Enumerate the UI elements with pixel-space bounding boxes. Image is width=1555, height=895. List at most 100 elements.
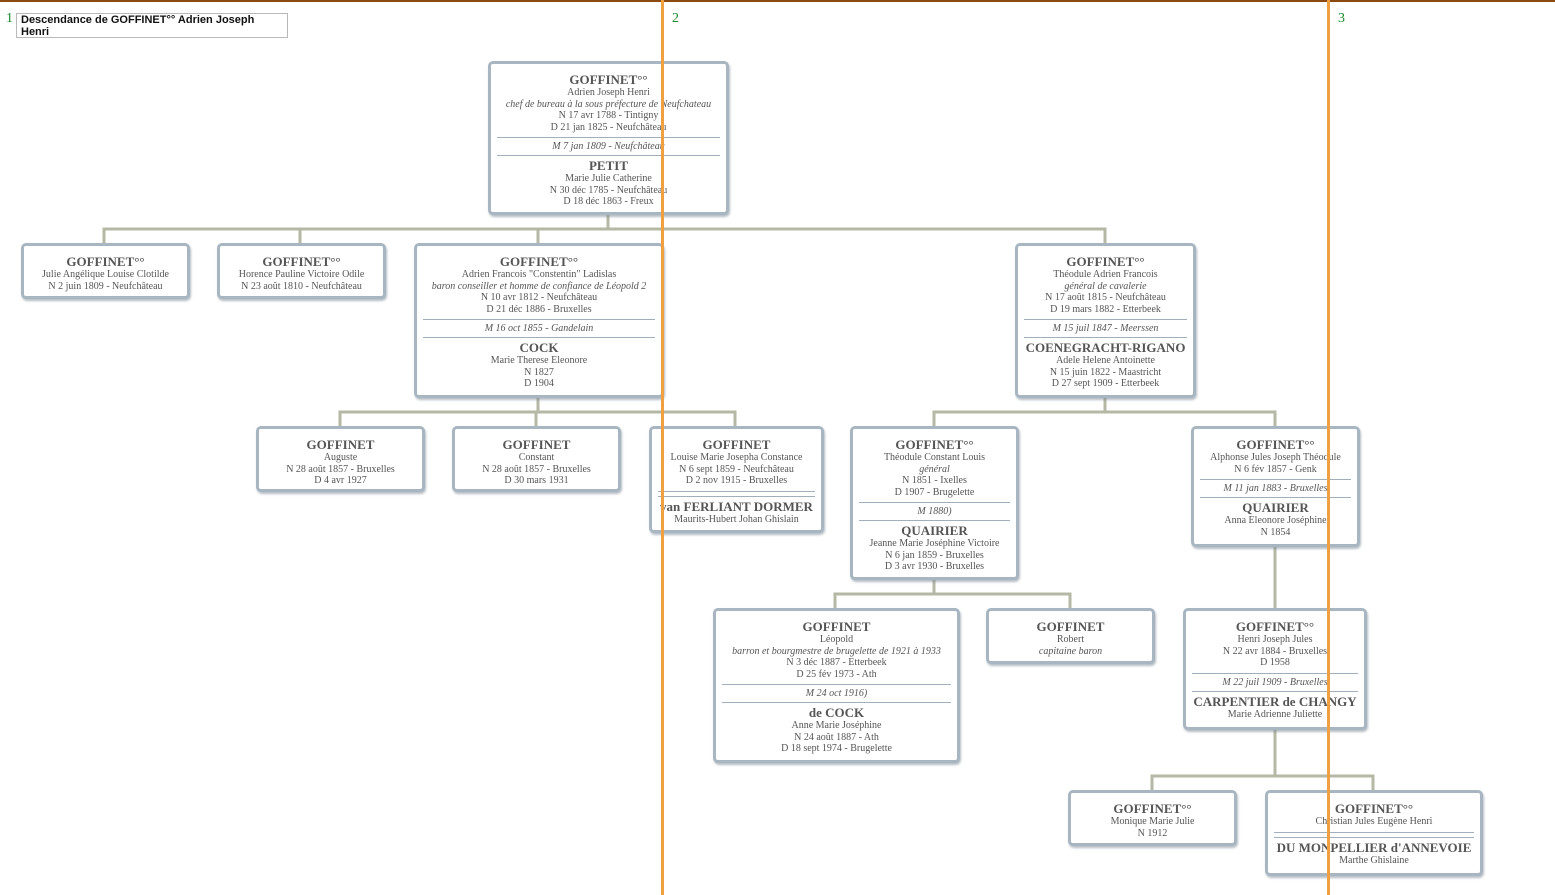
person-death: D 19 mars 1882 - Etterbeek (1050, 303, 1161, 315)
person-birth: N 3 déc 1887 - Etterbeek (786, 657, 887, 668)
person-box-louise[interactable]: GOFFINET Louise Marie Josepha Constance … (649, 426, 824, 533)
spouse-given-names: Marie Julie Catherine (565, 173, 652, 184)
separator (423, 337, 655, 338)
connector-theodule-constant-children (833, 578, 1072, 608)
person-death: D 1958 (1260, 657, 1290, 668)
separator (1274, 831, 1474, 833)
marriage-info: M 11 jan 1883 - Bruxelles (1223, 483, 1328, 494)
separator (722, 702, 951, 703)
spouse-surname: QUAIRIER (1242, 500, 1309, 515)
spouse-surname: PETIT (588, 158, 628, 173)
connector-root-children (102, 213, 1107, 243)
person-box-theodule-constant[interactable]: GOFFINET°° Théodule Constant Louis génér… (850, 426, 1019, 580)
page-number-3: 3 (1338, 11, 1345, 26)
person-death: D 30 mars 1931 (504, 475, 569, 486)
person-surname: GOFFINET°° (1235, 619, 1315, 634)
person-box-robert[interactable]: GOFFINET Robert capitaine baron (986, 608, 1155, 664)
person-surname: GOFFINET°° (66, 254, 145, 269)
person-surname: GOFFINET°° (569, 72, 648, 87)
person-surname: GOFFINET (502, 437, 571, 452)
connector-theodule-children (932, 396, 1277, 426)
spouse-death: D 1904 (524, 378, 554, 389)
spouse-given-names: Marie Adrienne Juliette (1227, 708, 1323, 720)
spouse-surname: COENEGRACHT-RIGANO (1025, 340, 1186, 355)
spouse-birth: N 1854 (1260, 526, 1291, 538)
separator (497, 155, 720, 156)
person-box-henri[interactable]: GOFFINET°° Henri Joseph Jules N 22 avr 1… (1183, 608, 1367, 730)
separator (1192, 690, 1358, 692)
person-surname: GOFFINET (802, 619, 871, 634)
person-given-names: Alphonse Jules Joseph Théodule (1210, 452, 1341, 463)
spouse-birth: N 24 août 1887 - Ath (794, 731, 879, 743)
spouse-given-names: Jeanne Marie Joséphine Victoire (869, 538, 1000, 549)
person-given-names: Théodule Adrien Francois (1053, 269, 1158, 280)
marriage-info: M 16 oct 1855 - Gandelain (484, 323, 594, 334)
person-box-horence[interactable]: GOFFINET°° Horence Pauline Victoire Odil… (217, 243, 386, 299)
separator (1200, 497, 1351, 498)
separator (1192, 672, 1358, 674)
person-box-constant[interactable]: GOFFINET Constant N 28 août 1857 - Bruxe… (452, 426, 621, 492)
page-break-line-2 (661, 0, 664, 895)
person-death: D 21 jan 1825 - Neufchâteau (550, 121, 667, 133)
person-given-names: Henri Joseph Jules (1237, 634, 1313, 645)
spouse-surname: CARPENTIER de CHANGY (1193, 693, 1357, 709)
person-surname: GOFFINET°° (895, 437, 974, 452)
spouse-surname: de COCK (808, 705, 865, 720)
person-surname: GOFFINET (702, 437, 771, 452)
person-occupation: barron et bourgmestre de brugelette de 1… (732, 645, 941, 657)
person-death: D 2 nov 1915 - Bruxelles (685, 475, 788, 486)
separator (1024, 337, 1187, 338)
person-birth: N 2 juin 1809 - Neufchâteau (48, 280, 163, 292)
connector-henri-children (1150, 728, 1375, 790)
person-occupation: chef de bureau à la sous préfecture de N… (505, 98, 712, 110)
person-given-names: Adrien Francois "Constentin" Ladislas (461, 269, 617, 280)
person-surname: GOFFINET°° (1066, 254, 1145, 269)
person-box-theodule-adrien[interactable]: GOFFINET°° Théodule Adrien Francois géné… (1015, 243, 1196, 398)
person-occupation: général de cavalerie (1064, 280, 1147, 292)
spouse-given-names: Marie Therese Eleonore (490, 355, 588, 366)
person-box-monique[interactable]: GOFFINET°° Monique Marie Julie N 1912 (1068, 790, 1237, 846)
spouse-surname: van FERLIANT DORMER (660, 498, 813, 514)
connector-adrien-children (338, 396, 737, 426)
person-box-christian[interactable]: GOFFINET°° Christian Jules Eugène Henri … (1265, 790, 1483, 876)
person-given-names: Robert (1056, 634, 1085, 645)
spouse-given-names: Anna Eleonore Joséphine (1224, 515, 1327, 526)
spouse-death: D 18 déc 1863 - Freux (563, 196, 654, 207)
marriage-info: M 7 jan 1809 - Neufchâteau (552, 141, 665, 152)
person-birth: N 28 août 1857 - Bruxelles (286, 463, 395, 475)
person-box-leopold[interactable]: GOFFINET Léopold barron et bourgmestre d… (713, 608, 960, 763)
person-given-names: Adrien Joseph Henri (567, 87, 650, 98)
separator (859, 502, 1010, 503)
person-birth: N 6 sept 1859 - Neufchâteau (679, 463, 794, 475)
marriage-info: M 15 juil 1847 - Meerssen (1052, 323, 1159, 334)
person-given-names: Horence Pauline Victoire Odile (238, 269, 365, 280)
marriage-info: M 22 juil 1909 - Bruxelles (1222, 676, 1328, 688)
marriage-info: M 24 oct 1916) (805, 688, 868, 699)
person-surname: GOFFINET (306, 437, 375, 452)
page-break-line-3 (1327, 0, 1330, 895)
spouse-given-names: Adele Helene Antoinette (1056, 355, 1155, 366)
spouse-given-names: Maurits-Hubert Johan Ghislain (674, 513, 799, 525)
spouse-surname: QUAIRIER (901, 523, 968, 538)
person-birth: N 1912 (1137, 827, 1168, 839)
person-given-names: Léopold (819, 634, 854, 645)
separator (423, 319, 655, 320)
separator (658, 490, 815, 492)
person-death: D 4 avr 1927 (314, 475, 367, 486)
person-surname: GOFFINET°° (1236, 437, 1315, 452)
spouse-birth: N 1827 (524, 366, 554, 378)
separator (658, 495, 815, 497)
spouse-surname: COCK (519, 340, 559, 355)
separator (497, 137, 720, 138)
top-border-line (0, 0, 1555, 2)
person-birth: N 17 août 1815 - Neufchâteau (1045, 292, 1166, 303)
person-box-alphonse[interactable]: GOFFINET°° Alphonse Jules Joseph Théodul… (1191, 426, 1360, 547)
person-box-julie[interactable]: GOFFINET°° Julie Angélique Louise Clotil… (21, 243, 190, 299)
person-box-adrien-francois[interactable]: GOFFINET°° Adrien Francois "Constentin" … (414, 243, 664, 398)
person-box-auguste[interactable]: GOFFINET Auguste N 28 août 1857 - Bruxel… (256, 426, 425, 492)
separator (1200, 479, 1351, 480)
person-given-names: Constant (518, 452, 555, 463)
person-box-adrien-joseph-henri[interactable]: GOFFINET°° Adrien Joseph Henri chef de b… (488, 61, 729, 215)
person-birth: N 23 août 1810 - Neufchâteau (241, 280, 362, 292)
